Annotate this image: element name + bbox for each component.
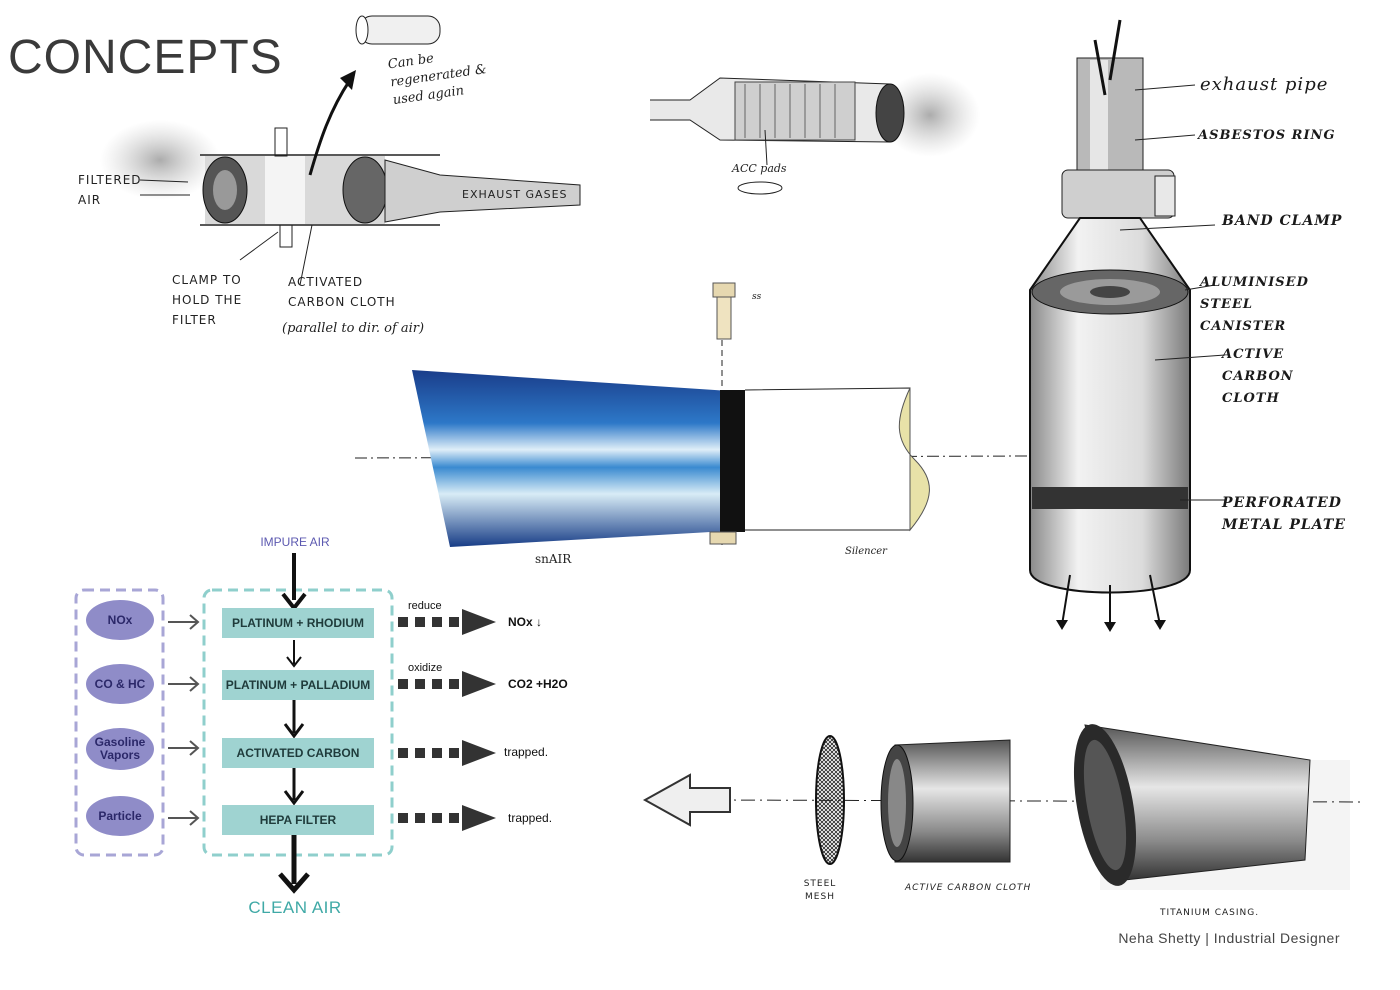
parallel-note: (parallel to dir. of air) xyxy=(282,321,425,336)
snair-label: snAIR xyxy=(535,552,572,566)
sketch-exploded-view xyxy=(642,724,1361,890)
action-reduce: reduce xyxy=(408,600,442,612)
action-oxidize: oxidize xyxy=(408,662,443,674)
sketch-acc-pads xyxy=(650,73,980,195)
clamp-label: CLAMP TO HOLD THE FILTER xyxy=(172,273,243,327)
bolt-note: ss xyxy=(752,292,762,302)
steel-mesh-label: STEEL MESH xyxy=(803,879,837,902)
perforated-plate-label: PERFORATED METAL PLATE xyxy=(1222,495,1346,533)
step-activated-carbon: ACTIVATED CARBON xyxy=(222,738,374,768)
designer-credit: Neha Shetty | Industrial Designer xyxy=(1118,930,1340,946)
filtered-air-label: FILTERED AIR xyxy=(78,173,142,207)
titanium-casing-label: TITANIUM CASING. xyxy=(1160,908,1260,918)
sketch-bottle-canister xyxy=(1029,19,1226,632)
step-platinum-rhodium: PLATINUM + RHODIUM xyxy=(222,608,374,638)
active-cloth-label: ACTIVE CARBON CLOTH xyxy=(1222,347,1294,406)
acc-pads-label: ACC pads xyxy=(732,162,787,175)
sketch-snair-silencer xyxy=(354,282,1031,547)
canister-label: ALUMINISED STEEL CANISTER xyxy=(1200,275,1309,334)
output-trapped-2: trapped. xyxy=(508,811,553,825)
sketch-filter-cartridge xyxy=(100,15,581,286)
page-title: CONCEPTS xyxy=(8,31,283,84)
input-co-hc: CO & HC xyxy=(86,664,154,704)
output-co2-h2o: CO2 +H2O xyxy=(508,677,568,691)
input-nox: NOx xyxy=(86,600,154,640)
carbon-cloth-label: ACTIVATED CARBON CLOTH xyxy=(288,275,396,309)
output-trapped-1: trapped. xyxy=(504,745,549,759)
exhaust-gases-label: EXHAUST GASES xyxy=(462,188,568,201)
output-nox: NOx ↓ xyxy=(508,615,543,629)
band-clamp-label: BAND CLAMP xyxy=(1222,213,1343,229)
step-hepa-filter: HEPA FILTER xyxy=(222,805,374,835)
step-platinum-palladium: PLATINUM + PALLADIUM xyxy=(222,670,374,700)
impure-air-label: IMPURE AIR xyxy=(260,535,330,549)
asbestos-ring-label: ASBESTOS RING xyxy=(1198,128,1336,143)
flow-diagram-graphics xyxy=(74,553,496,894)
clean-air-label: CLEAN AIR xyxy=(248,898,342,917)
input-gasoline-vapors: Gasoline Vapors xyxy=(86,728,154,770)
input-particle: Particle xyxy=(86,796,154,836)
silencer-label: Silencer xyxy=(845,546,887,557)
exhaust-pipe-label: exhaust pipe xyxy=(1200,74,1329,95)
active-carbon-cloth-label: ACTIVE CARBON CLOTH xyxy=(905,883,1032,893)
